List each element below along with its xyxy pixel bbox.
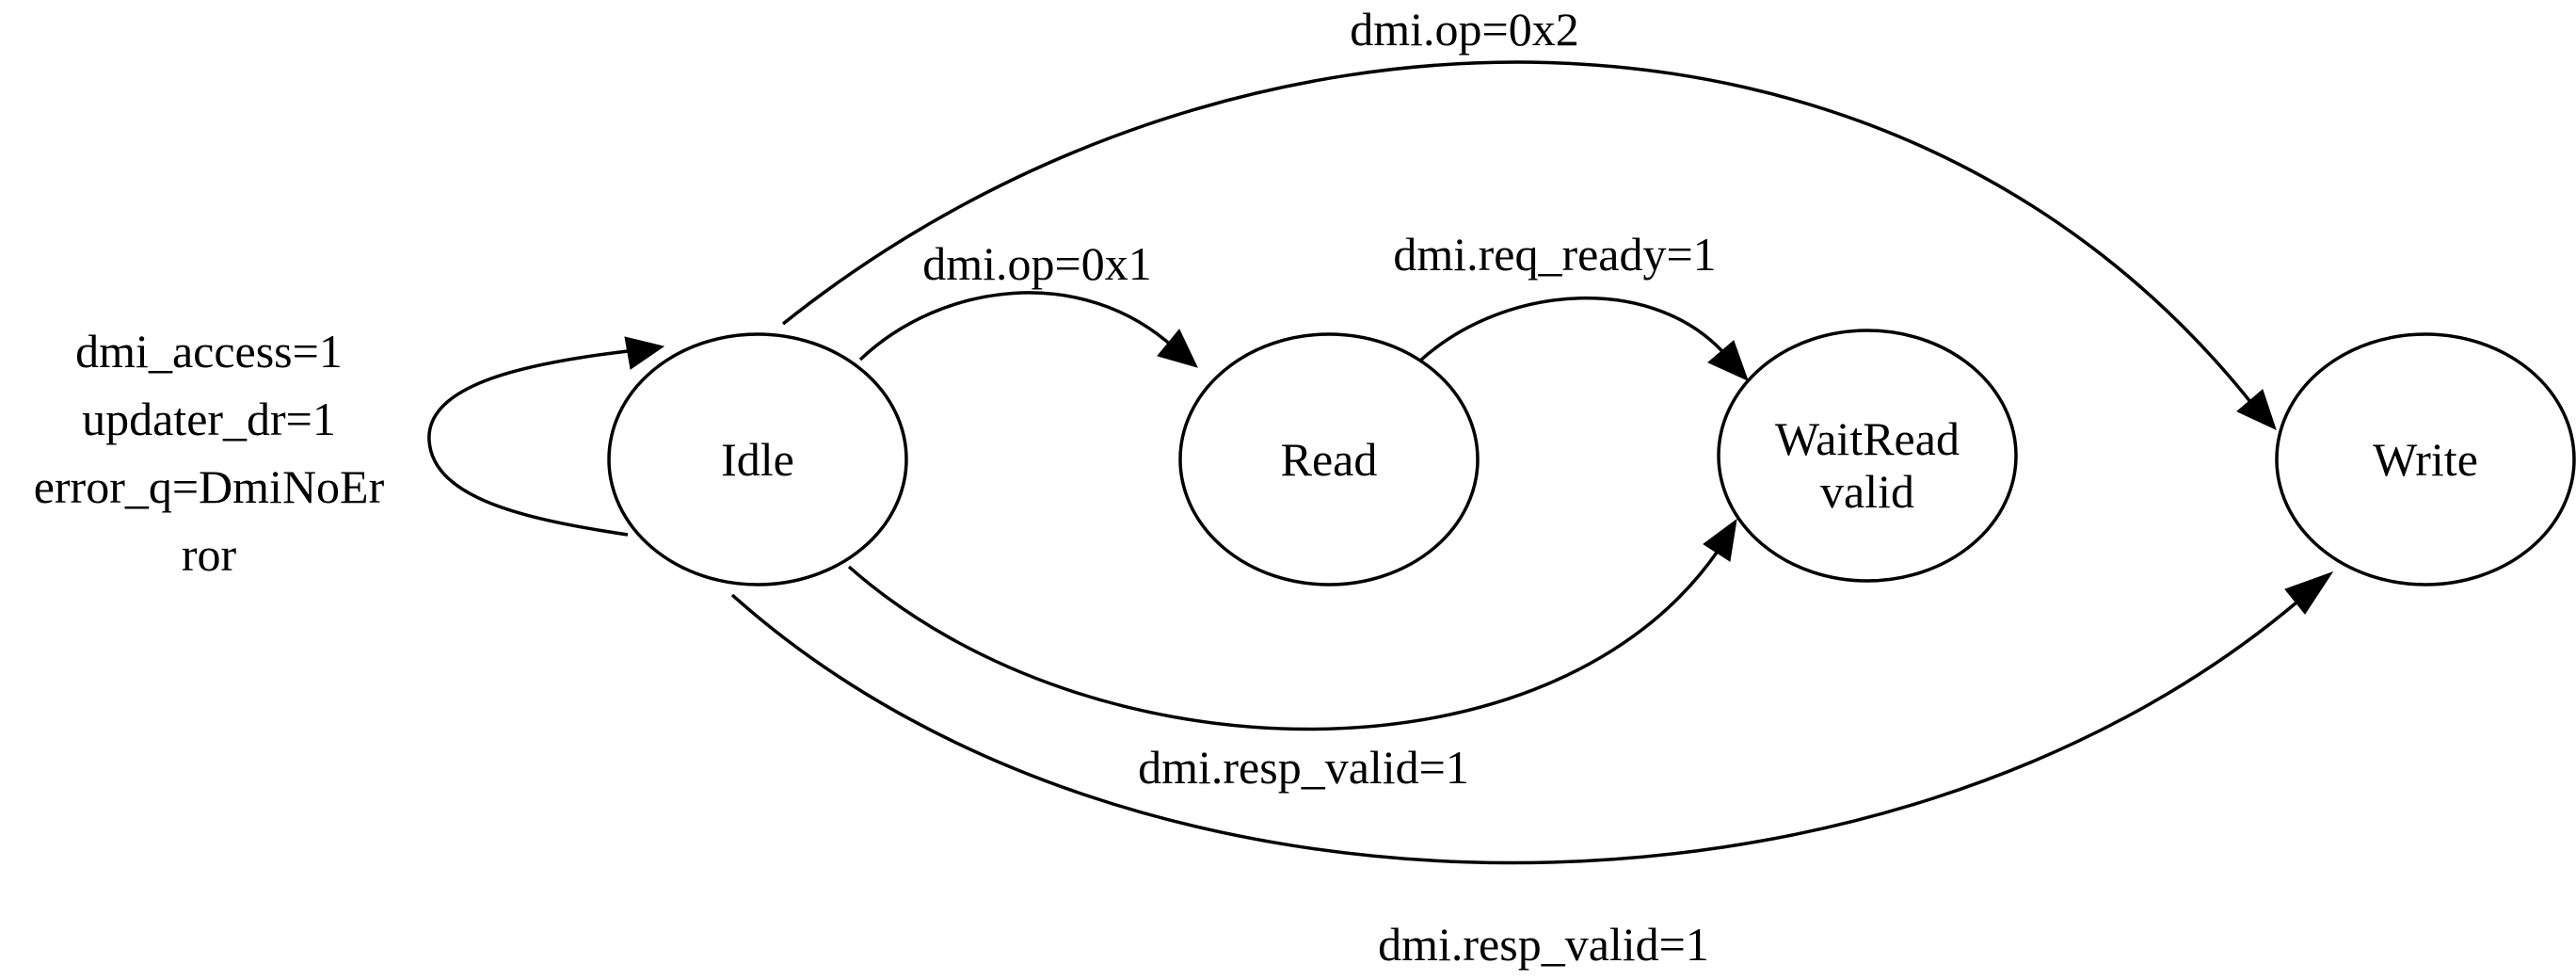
- state-write-label: Write: [2373, 433, 2478, 486]
- arrowhead-idle-to-write-resp: [2284, 571, 2334, 615]
- edge-read-to-waitread: [1417, 296, 1730, 363]
- arrowhead-idle-to-write: [2236, 389, 2277, 430]
- edge-idle-to-write: [781, 60, 2253, 405]
- state-read-label: Read: [1281, 433, 1378, 486]
- self-loop-label-line2: updater_dr=1: [82, 393, 336, 445]
- edge-idle-to-read: [858, 291, 1176, 361]
- state-read: Read: [1178, 332, 1480, 586]
- self-loop-label-line4: ror: [182, 528, 237, 581]
- edge-label-idle-to-waitread-resp: dmi.resp_valid=1: [1138, 741, 1469, 794]
- state-idle: Idle: [607, 332, 908, 586]
- edge-idle-self-loop: [427, 348, 637, 537]
- state-idle-circle: [607, 332, 908, 586]
- edge-label-idle-to-write-resp: dmi.resp_valid=1: [1378, 918, 1709, 971]
- state-waitread-valid: WaitRead valid: [1717, 329, 2018, 583]
- arrowhead-idle-self-loop: [624, 336, 665, 370]
- edge-idle-to-write-resp: [730, 593, 2298, 865]
- self-loop-label-line1: dmi_access=1: [75, 325, 343, 378]
- edge-label-idle-to-write: dmi.op=0x2: [1350, 3, 1578, 56]
- state-write: Write: [2275, 332, 2576, 586]
- state-waitread-valid-label-line1: WaitRead: [1775, 412, 1960, 465]
- edge-label-read-to-waitread: dmi.req_ready=1: [1393, 228, 1716, 281]
- arrowhead-idle-to-waitread-resp: [1703, 518, 1737, 562]
- state-write-circle: [2275, 332, 2576, 586]
- state-waitread-valid-circle: [1717, 329, 2018, 583]
- arrowhead-idle-to-read: [1157, 329, 1198, 368]
- state-read-circle: [1178, 332, 1480, 586]
- arrowhead-read-to-waitread: [1707, 340, 1749, 381]
- state-idle-label: Idle: [721, 433, 794, 486]
- self-loop-label-line3: error_q=DmiNoEr: [34, 460, 385, 513]
- edge-label-idle-self-loop: dmi_access=1 updater_dr=1 error_q=DmiNoE…: [34, 325, 385, 581]
- state-waitread-valid-label-line2: valid: [1820, 465, 1914, 518]
- edge-idle-to-waitread-resp: [847, 549, 1720, 731]
- edge-label-idle-to-read: dmi.op=0x1: [922, 237, 1151, 290]
